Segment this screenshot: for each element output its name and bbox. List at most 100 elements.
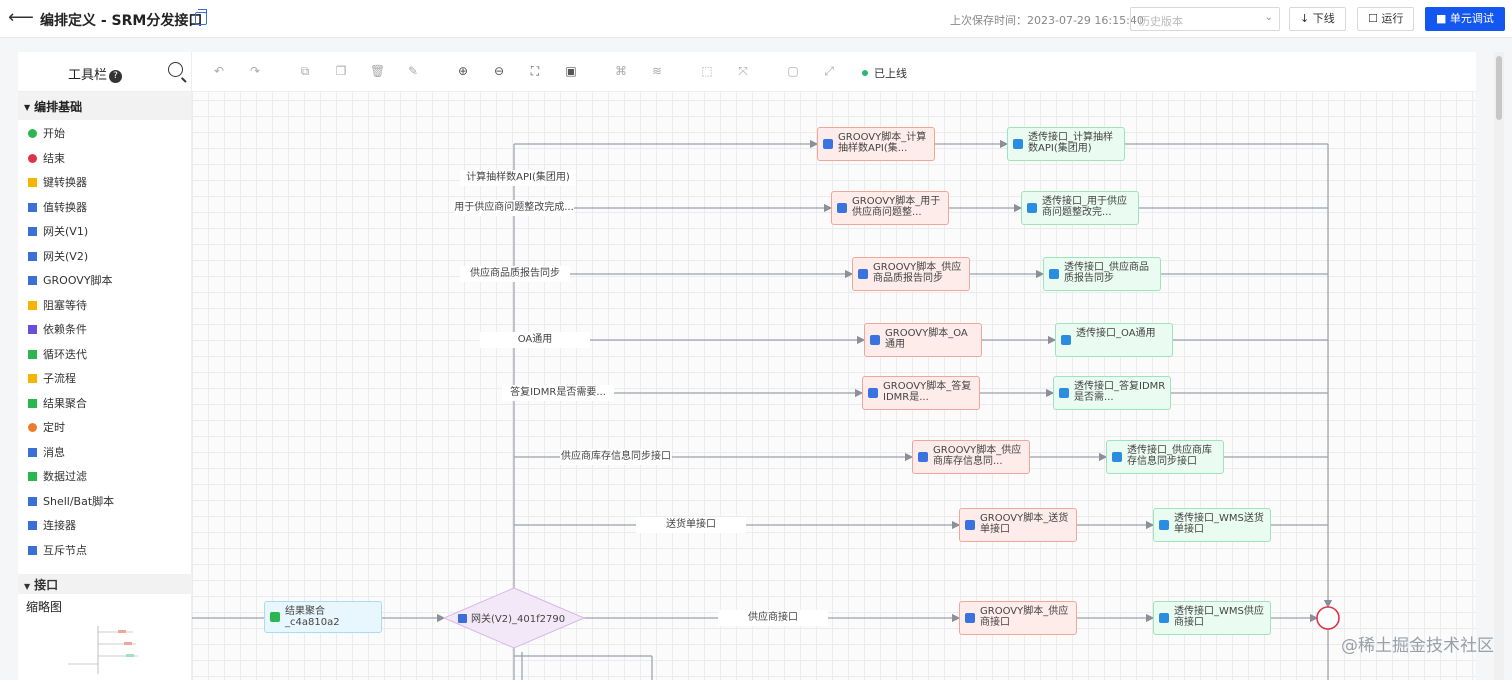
toolbox-item[interactable]: 子流程 xyxy=(18,365,191,390)
toolbox-item[interactable]: 数据过滤 xyxy=(18,463,191,488)
edge-label[interactable]: 供应商品质报告同步 xyxy=(460,266,570,282)
toolbox-item[interactable]: 连接器 xyxy=(18,512,191,537)
toolbox-item-label: 连接器 xyxy=(43,519,76,532)
passthrough-node-label: 透传接口_WMS送货单接口 xyxy=(1174,513,1264,535)
toolbox-item[interactable]: 开始 xyxy=(18,120,191,145)
run-button[interactable]: ☐ 运行 xyxy=(1357,7,1415,31)
passthrough-node-label: 透传接口_供应商品质报告同步 xyxy=(1064,262,1149,284)
toolbox-item[interactable]: 值转换器 xyxy=(18,194,191,219)
expand-icon[interactable]: ⤢ xyxy=(824,64,834,78)
copy-node-icon[interactable]: ⧉ xyxy=(300,64,310,78)
toolbox-item-label: 值转换器 xyxy=(43,200,87,214)
run-icon: ☐ xyxy=(1368,12,1382,25)
toolbox-item[interactable]: 定时 xyxy=(18,414,191,439)
frame-icon[interactable]: ▢ xyxy=(787,64,799,78)
toolbox-item[interactable]: 键转换器 xyxy=(18,169,191,194)
toolbox-item[interactable]: 网关(V1) xyxy=(18,218,191,243)
toolbox-item-label: 结果聚合 xyxy=(43,396,87,410)
top-bar: ⟵ 编排定义 - SRM分发接口 上次保存时间：2023-07-29 16:15… xyxy=(0,0,1512,38)
groovy-node[interactable]: GROOVY脚本_用于供应商问题整... xyxy=(831,191,949,225)
minimap[interactable] xyxy=(58,624,148,680)
search-icon[interactable] xyxy=(168,62,183,77)
history-version-select[interactable]: 历史版本 ⌄ xyxy=(1130,7,1280,31)
move-icon[interactable]: ⤧ xyxy=(738,64,748,78)
undo-icon[interactable]: ↶ xyxy=(213,64,225,78)
edge-label[interactable]: 计算抽样数API(集团用) xyxy=(460,170,576,186)
toolbox-item[interactable]: 阻塞等待 xyxy=(18,292,191,317)
offline-button[interactable]: ↓ 下线 xyxy=(1289,7,1346,31)
gateway-diamond xyxy=(442,587,586,649)
passthrough-node[interactable]: 透传接口_WMS供应商接口 xyxy=(1153,601,1271,635)
groovy-node[interactable]: GROOVY脚本_计算抽样数API(集... xyxy=(817,127,935,161)
canvas-toolbar: ↶ ↷ ⧉ ❐ 🗑 ✎ ⊕ ⊖ ⛶ ▣ ⌘ ≋ ⬚ ⤧ ▢ ⤢ 已上线 xyxy=(192,52,1476,92)
edge-label[interactable]: 用于供应商问题整改完成... xyxy=(454,200,574,216)
script-icon xyxy=(28,276,37,285)
help-icon[interactable]: ? xyxy=(109,70,123,83)
toolbox-item[interactable]: 循环迭代 xyxy=(18,341,191,366)
edge-label[interactable]: 送货单接口 xyxy=(636,517,746,533)
message-icon xyxy=(28,447,37,457)
zoom-out-icon[interactable]: ⊖ xyxy=(493,64,505,78)
arrow-down-icon: ↓ xyxy=(1300,12,1313,25)
groovy-node[interactable]: GROOVY脚本_答复IDMR是... xyxy=(862,376,980,410)
script-icon xyxy=(837,203,847,213)
toolbox-item[interactable]: 消息 xyxy=(18,439,191,464)
vertical-scrollbar[interactable] xyxy=(1494,52,1504,680)
gateway-node[interactable]: 网关(V2)_401f2790 xyxy=(458,610,565,625)
end-icon xyxy=(28,153,37,163)
toolbox-item[interactable]: Shell/Bat脚本 xyxy=(18,488,191,513)
aggregate-node[interactable]: 结果聚合_c4a810a2 xyxy=(264,601,382,633)
toolbox-item[interactable]: 互斥节点 xyxy=(18,537,191,562)
zoom-in-icon[interactable]: ⊕ xyxy=(457,64,469,78)
passthrough-node[interactable]: 透传接口_WMS送货单接口 xyxy=(1153,508,1271,542)
chevron-down-icon: ⌄ xyxy=(1264,12,1273,23)
select-icon[interactable]: ⬚ xyxy=(701,64,713,78)
interface-icon xyxy=(1112,452,1122,462)
copy-icon[interactable] xyxy=(195,9,207,25)
flow-canvas[interactable]: ↶ ↷ ⧉ ❐ 🗑 ✎ ⊕ ⊖ ⛶ ▣ ⌘ ≋ ⬚ ⤧ ▢ ⤢ 已上线 计算抽样… xyxy=(192,52,1476,680)
unit-debug-button[interactable]: ■ 单元调试 xyxy=(1425,7,1505,31)
toolbox-item[interactable]: 结束 xyxy=(18,145,191,170)
clear-icon[interactable]: ✎ xyxy=(407,64,419,78)
groovy-node[interactable]: GROOVY脚本_OA通用 xyxy=(864,323,982,357)
toolbox-item[interactable]: 依赖条件 xyxy=(18,316,191,341)
passthrough-node[interactable]: 透传接口_供应商品质报告同步 xyxy=(1043,257,1161,291)
groovy-node[interactable]: GROOVY脚本_供应商接口 xyxy=(959,601,1077,635)
groovy-node[interactable]: GROOVY脚本_供应商品质报告同步 xyxy=(852,257,970,291)
toolbox-item[interactable]: 网关(V2) xyxy=(18,243,191,268)
section-interface[interactable]: ▼接口 xyxy=(18,574,192,594)
end-node xyxy=(1316,606,1340,630)
paste-icon[interactable]: ❐ xyxy=(335,64,347,78)
redo-icon[interactable]: ↷ xyxy=(249,64,261,78)
toolbox-item-label: 开始 xyxy=(43,127,65,140)
delete-icon[interactable]: 🗑 xyxy=(370,64,386,78)
edge-label[interactable]: OA通用 xyxy=(480,332,590,348)
scrollbar-thumb[interactable] xyxy=(1496,56,1502,120)
passthrough-node[interactable]: 透传接口_供应商库存信息同步接口 xyxy=(1106,440,1224,474)
history-placeholder: 历史版本 xyxy=(1139,15,1183,28)
layout-icon[interactable]: ⌘ xyxy=(615,64,627,78)
groovy-node[interactable]: GROOVY脚本_送货单接口 xyxy=(959,508,1077,542)
back-arrow-icon[interactable]: ⟵ xyxy=(8,7,34,28)
stack-icon[interactable]: ≋ xyxy=(651,64,663,78)
aggregate-icon xyxy=(270,612,280,622)
toolbox-item[interactable]: 结果聚合 xyxy=(18,390,191,415)
toolbox-item-label: Shell/Bat脚本 xyxy=(43,494,115,508)
passthrough-node[interactable]: 透传接口_答复IDMR是否需... xyxy=(1053,376,1171,410)
toolbox-item-label: 互斥节点 xyxy=(43,543,87,557)
edge-label[interactable]: 供应商接口 xyxy=(718,610,828,626)
groovy-node[interactable]: GROOVY脚本_供应商库存信息同... xyxy=(912,440,1030,474)
passthrough-node[interactable]: 透传接口_计算抽样数API(集团用) xyxy=(1007,127,1125,161)
interface-icon xyxy=(1013,139,1023,149)
script-icon xyxy=(868,388,878,398)
groovy-node-label: GROOVY脚本_计算抽样数API(集... xyxy=(838,132,927,154)
section-basic[interactable]: ▼编排基础 xyxy=(18,92,191,120)
interface-icon xyxy=(1159,520,1169,530)
edge-label[interactable]: 答复IDMR是否需要... xyxy=(502,385,614,401)
fit-view-icon[interactable]: ⛶ xyxy=(530,64,540,78)
passthrough-node[interactable]: 透传接口_OA通用 xyxy=(1055,323,1173,357)
actual-size-icon[interactable]: ▣ xyxy=(565,64,577,78)
edge-label[interactable]: 供应商库存信息同步接口 xyxy=(560,449,672,465)
passthrough-node[interactable]: 透传接口_用于供应商问题整改完... xyxy=(1021,191,1139,225)
toolbox-item[interactable]: GROOVY脚本 xyxy=(18,267,191,292)
